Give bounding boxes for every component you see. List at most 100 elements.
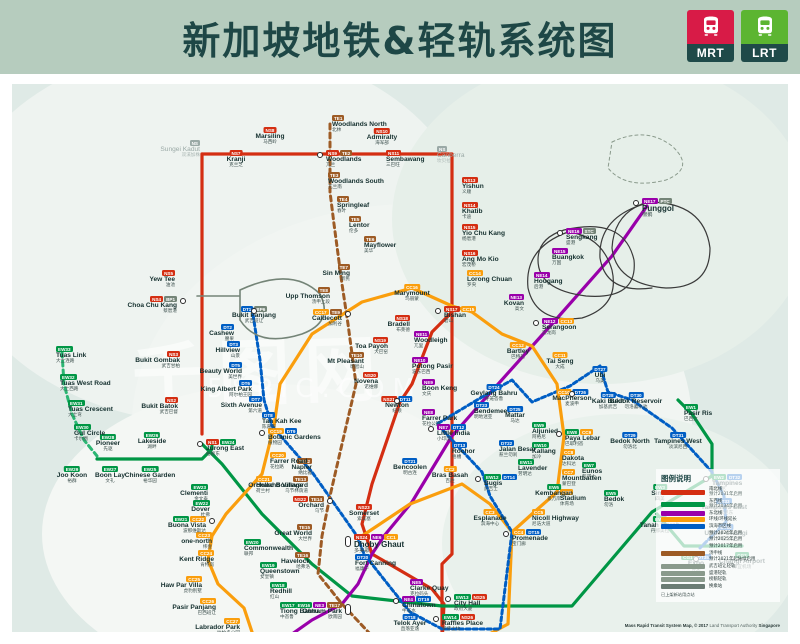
- interchange-marker[interactable]: [317, 152, 323, 158]
- interchange-marker[interactable]: [345, 536, 351, 547]
- interchange-marker[interactable]: [259, 430, 265, 436]
- interchange-marker[interactable]: [393, 598, 399, 604]
- interchange-marker[interactable]: [633, 200, 639, 206]
- interchange-marker[interactable]: [445, 596, 451, 602]
- interchange-marker[interactable]: [394, 398, 400, 404]
- interchange-marker[interactable]: [569, 391, 575, 397]
- interchange-marker[interactable]: [345, 311, 351, 317]
- interchange-marker[interactable]: [251, 308, 257, 314]
- transit-map[interactable]: 千图网 58PIC.COM: [12, 84, 788, 632]
- interchange-marker[interactable]: [209, 518, 215, 524]
- interchange-marker[interactable]: [556, 431, 562, 437]
- interchange-marker[interactable]: [197, 441, 203, 447]
- interchange-marker[interactable]: [345, 604, 351, 615]
- station-label[interactable]: EW23Clementi金文泰: [180, 484, 208, 502]
- interchange-marker[interactable]: [327, 498, 333, 504]
- interchange-marker[interactable]: [435, 308, 441, 314]
- interchange-marker[interactable]: [475, 476, 481, 482]
